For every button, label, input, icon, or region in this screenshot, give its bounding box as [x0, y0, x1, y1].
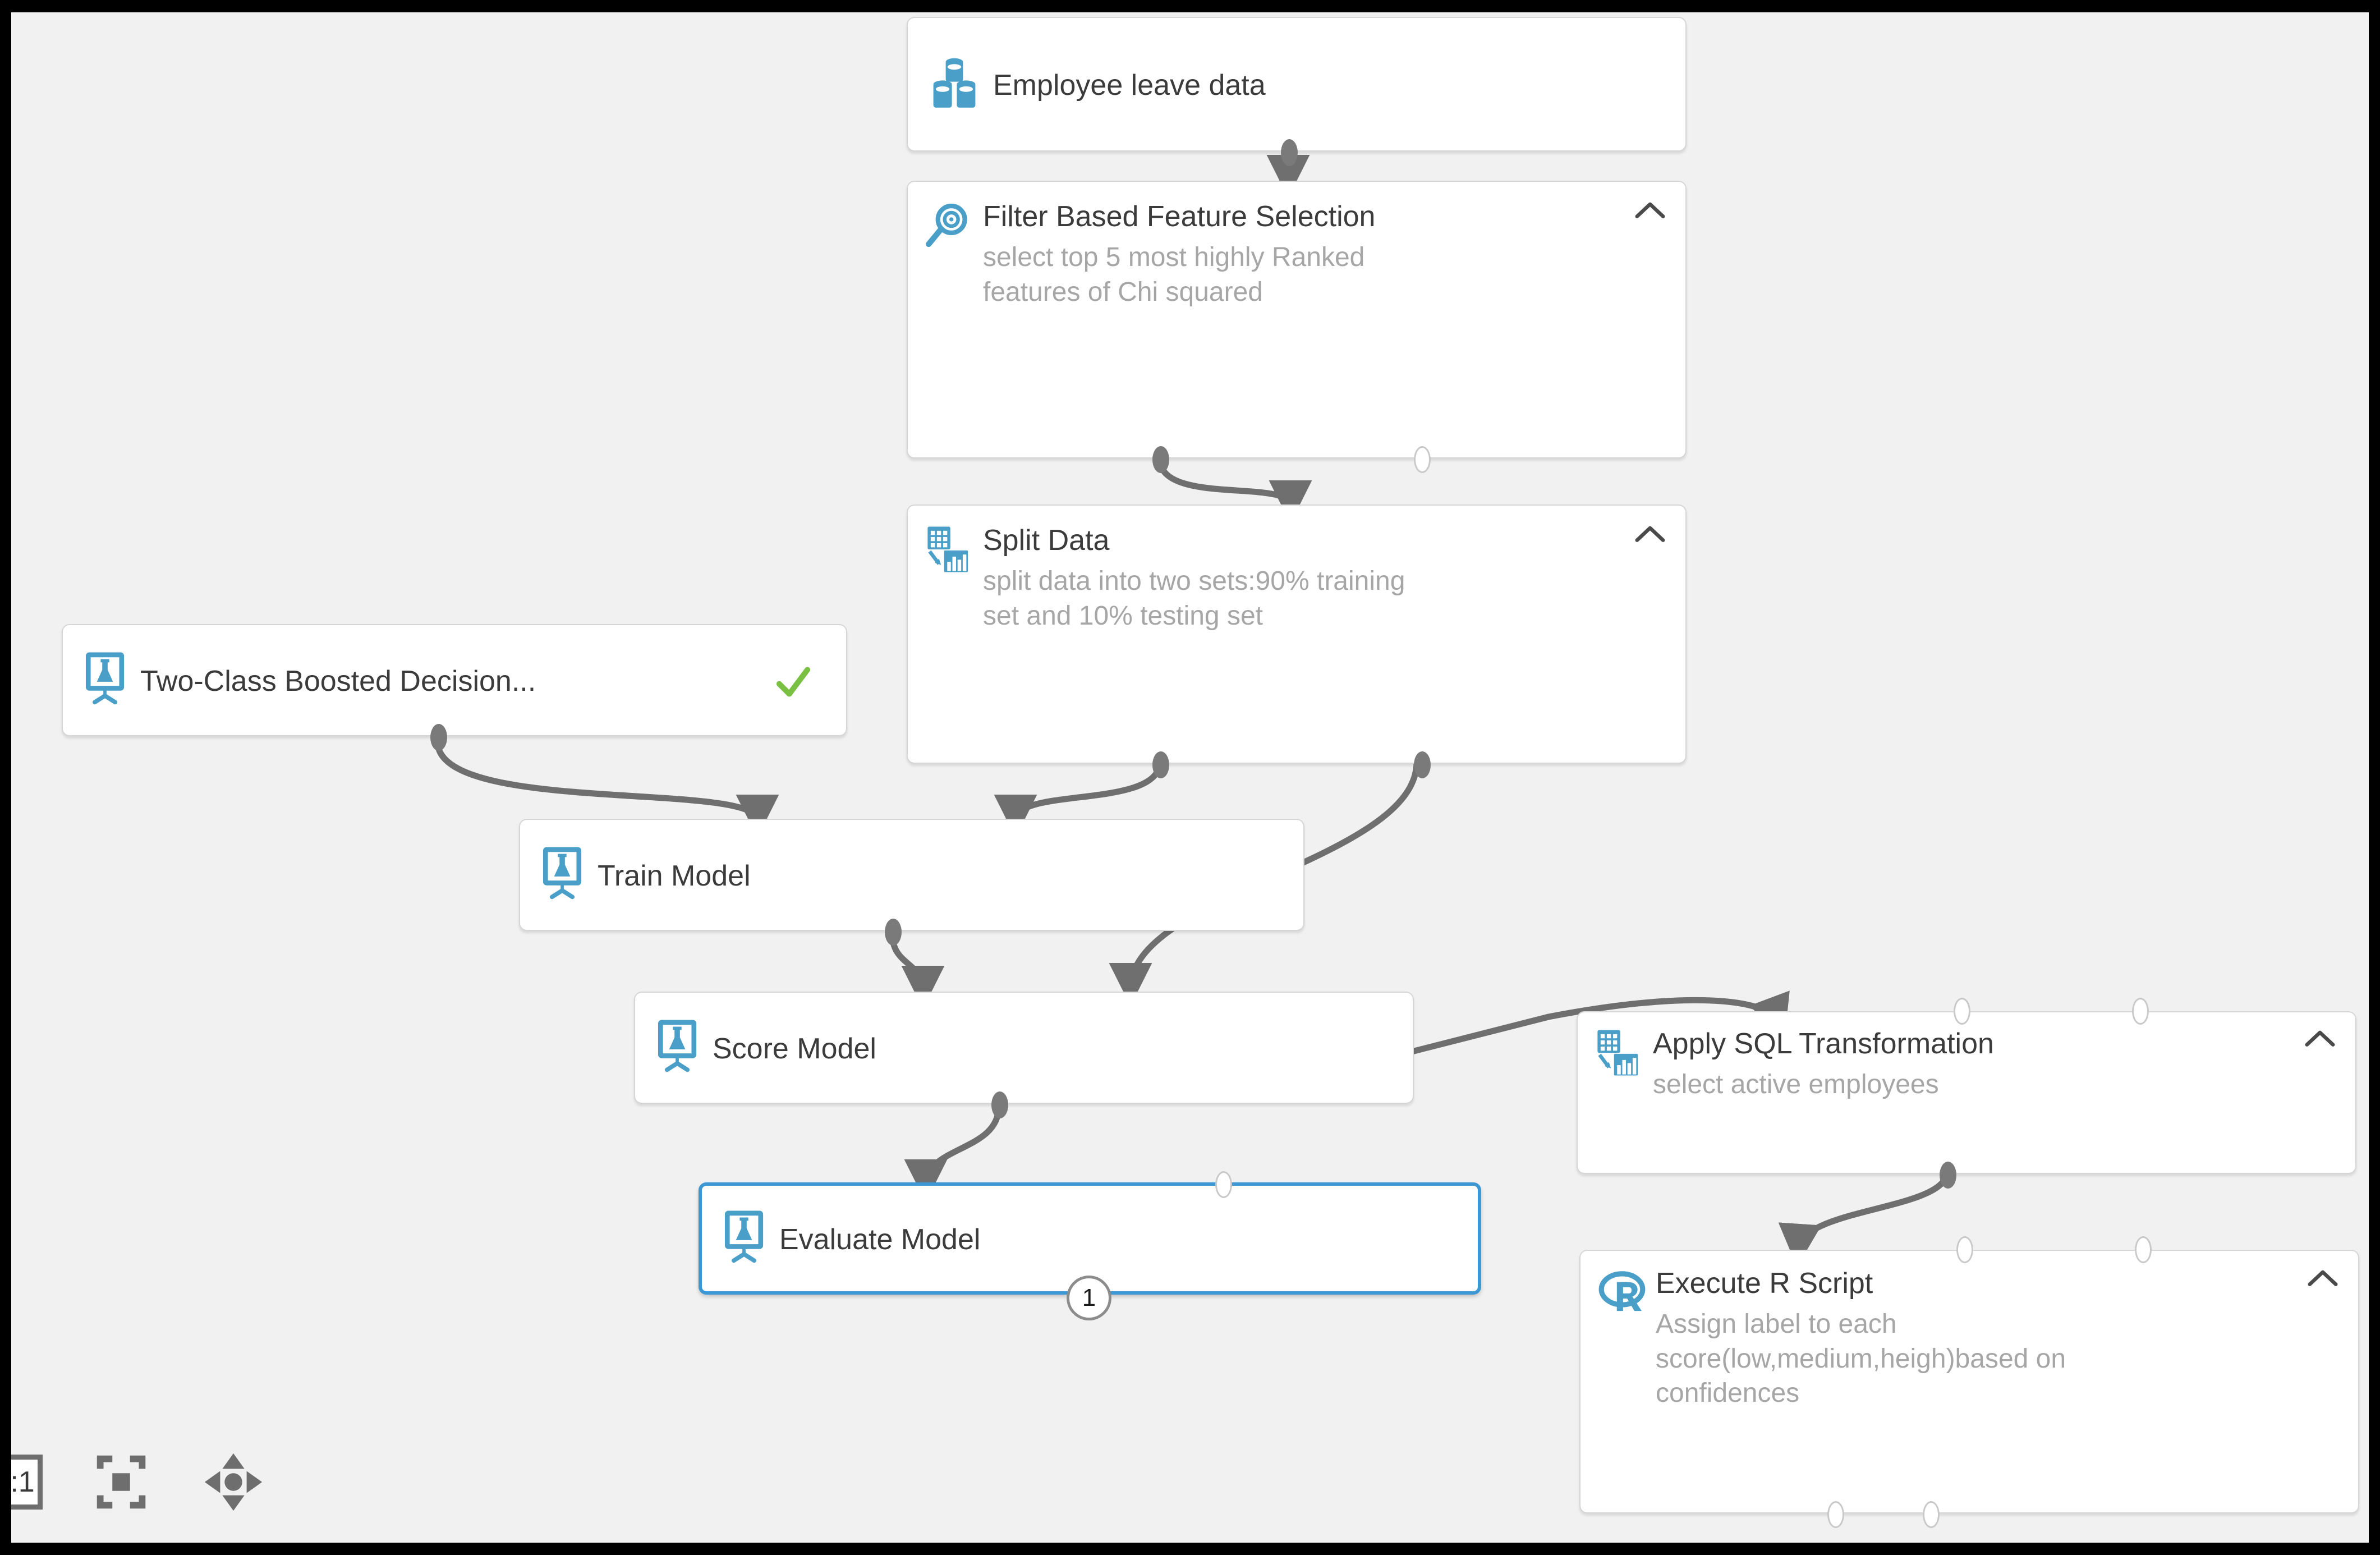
module-title: Split Data: [983, 524, 1110, 557]
output-port-test-split[interactable]: [1414, 751, 1431, 778]
output-port-result-dataset[interactable]: [1827, 1501, 1844, 1528]
input-port-script-bundle[interactable]: [2135, 1236, 2152, 1263]
chevron-up-icon[interactable]: [1634, 522, 1666, 545]
edge-filter-to-split: [1156, 458, 1312, 524]
pan-icon[interactable]: [200, 1448, 267, 1516]
output-port-results-dataset[interactable]: [1940, 1162, 1956, 1189]
module-apply-sql-transformation[interactable]: Apply SQL Transformation select active e…: [1577, 998, 2356, 1189]
output-port-scored-dataset[interactable]: [991, 1091, 1008, 1118]
machine-learning-icon: [536, 844, 590, 906]
dataset-icon: [923, 51, 985, 118]
experiment-canvas-frame: Employee leave data Filter Based Feature…: [11, 12, 2369, 1543]
module-employee-leave-data[interactable]: Employee leave data: [907, 17, 1687, 166]
module-filter-based-feature-selection[interactable]: Filter Based Feature Selection select to…: [907, 181, 1687, 473]
module-split-data[interactable]: Split Data split data into two sets:90% …: [907, 504, 1687, 778]
module-comment: split data into two sets:90% training se…: [983, 566, 1405, 631]
data-transformation-icon: [923, 522, 975, 576]
output-port-trained-model[interactable]: [885, 919, 902, 946]
output-port-r-device[interactable]: [1923, 1501, 1940, 1528]
module-comment: Assign label to each score(low,medium,he…: [1656, 1309, 2066, 1409]
input-port-table-3[interactable]: [2132, 998, 2149, 1025]
canvas-toolbar: :1: [11, 1448, 267, 1516]
output-port-untrained-model[interactable]: [430, 724, 447, 751]
check-icon: [773, 662, 811, 699]
output-port-features[interactable]: [1414, 446, 1431, 473]
r-language-icon: [1596, 1265, 1648, 1319]
module-title: Evaluate Model: [779, 1223, 981, 1256]
module-two-class-boosted-decision[interactable]: Two-Class Boosted Decision...: [62, 624, 847, 751]
output-port-results[interactable]: [1152, 446, 1169, 473]
module-title: Score Model: [713, 1032, 876, 1065]
module-title: Execute R Script: [1656, 1267, 1873, 1300]
chevron-up-icon[interactable]: [2304, 1027, 2336, 1049]
status-badge: 1: [1067, 1276, 1111, 1320]
chevron-up-icon[interactable]: [1634, 199, 1666, 221]
input-port-dataset-2[interactable]: [1956, 1236, 1973, 1263]
magnifier-icon: [923, 199, 975, 253]
experiment-canvas[interactable]: Employee leave data Filter Based Feature…: [11, 12, 2369, 1543]
module-title: Two-Class Boosted Decision...: [140, 664, 536, 698]
machine-learning-icon: [79, 649, 132, 711]
edge-score-to-evaluate: [904, 1106, 1002, 1203]
module-evaluate-model[interactable]: Evaluate Model 1: [699, 1171, 1481, 1320]
module-train-model[interactable]: Train Model: [519, 819, 1304, 946]
data-transformation-icon: [1593, 1026, 1645, 1080]
module-comment: select active employees: [1653, 1070, 1939, 1100]
edge-applysql-to-rscript: [1778, 1171, 1950, 1267]
machine-learning-icon: [651, 1017, 705, 1079]
module-title: Apply SQL Transformation: [1653, 1028, 1994, 1060]
machine-learning-icon: [718, 1208, 771, 1269]
module-score-model[interactable]: Score Model: [634, 992, 1414, 1118]
input-port-table-2[interactable]: [1954, 998, 1970, 1025]
output-port[interactable]: [1281, 139, 1298, 166]
chevron-up-icon[interactable]: [2307, 1267, 2339, 1289]
module-title: Employee leave data: [993, 68, 1266, 102]
module-execute-r-script[interactable]: Execute R Script Assign label to each sc…: [1579, 1236, 2359, 1528]
edge-split-to-train: [994, 762, 1163, 838]
module-comment: select top 5 most highly Ranked features…: [983, 242, 1365, 307]
edge-algorithm-to-train: [434, 741, 779, 838]
zoom-level-indicator[interactable]: :1: [11, 1455, 43, 1510]
fit-to-screen-icon[interactable]: [88, 1448, 155, 1516]
module-title: Train Model: [598, 859, 751, 892]
output-port-evaluation-results[interactable]: [1215, 1171, 1232, 1198]
module-title: Filter Based Feature Selection: [983, 200, 1376, 233]
output-port-train-split[interactable]: [1152, 751, 1169, 778]
